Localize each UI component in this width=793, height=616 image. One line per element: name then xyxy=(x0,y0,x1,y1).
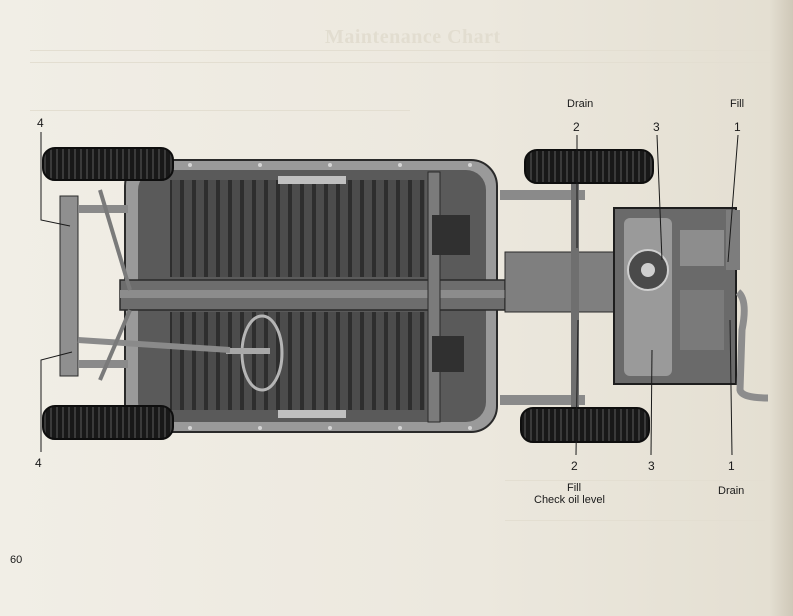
leader-top-3 xyxy=(656,134,663,261)
leader-bottom-2 xyxy=(575,319,579,456)
number-bottom-left: 2 xyxy=(571,459,578,473)
front-axle-beam xyxy=(59,195,79,377)
bleed-through-rule xyxy=(505,520,765,521)
leader-bottom-1 xyxy=(729,319,733,456)
transmission xyxy=(504,251,616,313)
bleed-through-rule xyxy=(30,50,770,51)
number-top-center: 3 xyxy=(653,120,660,134)
label-top-drain: Drain xyxy=(567,98,594,110)
number-bottom-right: 1 xyxy=(728,459,735,473)
leader-bottom-3 xyxy=(650,349,653,456)
leader-front-top xyxy=(40,132,71,227)
bleed-through-rule xyxy=(505,480,765,481)
leader-top-fill xyxy=(727,134,739,263)
number-front-bottom: 4 xyxy=(35,456,42,470)
bleed-through-rule xyxy=(30,110,410,111)
front-tire-top xyxy=(42,147,174,181)
bleed-through-heading: Maintenance Chart xyxy=(325,26,501,48)
label-bottom-fill: Fill xyxy=(567,482,582,494)
rear-tire-bottom xyxy=(520,407,650,443)
number-front-top: 4 xyxy=(37,116,44,130)
label-bottom-drain: Drain xyxy=(718,485,745,497)
number-top-fill: 1 xyxy=(734,120,741,134)
floor-panel-lower xyxy=(170,312,425,410)
floor-panel-upper xyxy=(170,180,425,277)
number-bottom-center: 3 xyxy=(648,459,655,473)
leader-front-bottom xyxy=(40,351,73,452)
bleed-through-rule xyxy=(30,62,770,63)
steering-column xyxy=(77,337,231,353)
label-top-fill: Fill xyxy=(730,98,745,110)
number-top-drain: 2 xyxy=(573,120,580,134)
front-tire-bottom xyxy=(42,405,174,440)
exhaust-pipe xyxy=(735,289,769,402)
label-check-oil-level: Check oil level xyxy=(534,494,605,506)
rear-tire-top xyxy=(524,149,654,184)
page-number: 60 xyxy=(10,554,23,566)
